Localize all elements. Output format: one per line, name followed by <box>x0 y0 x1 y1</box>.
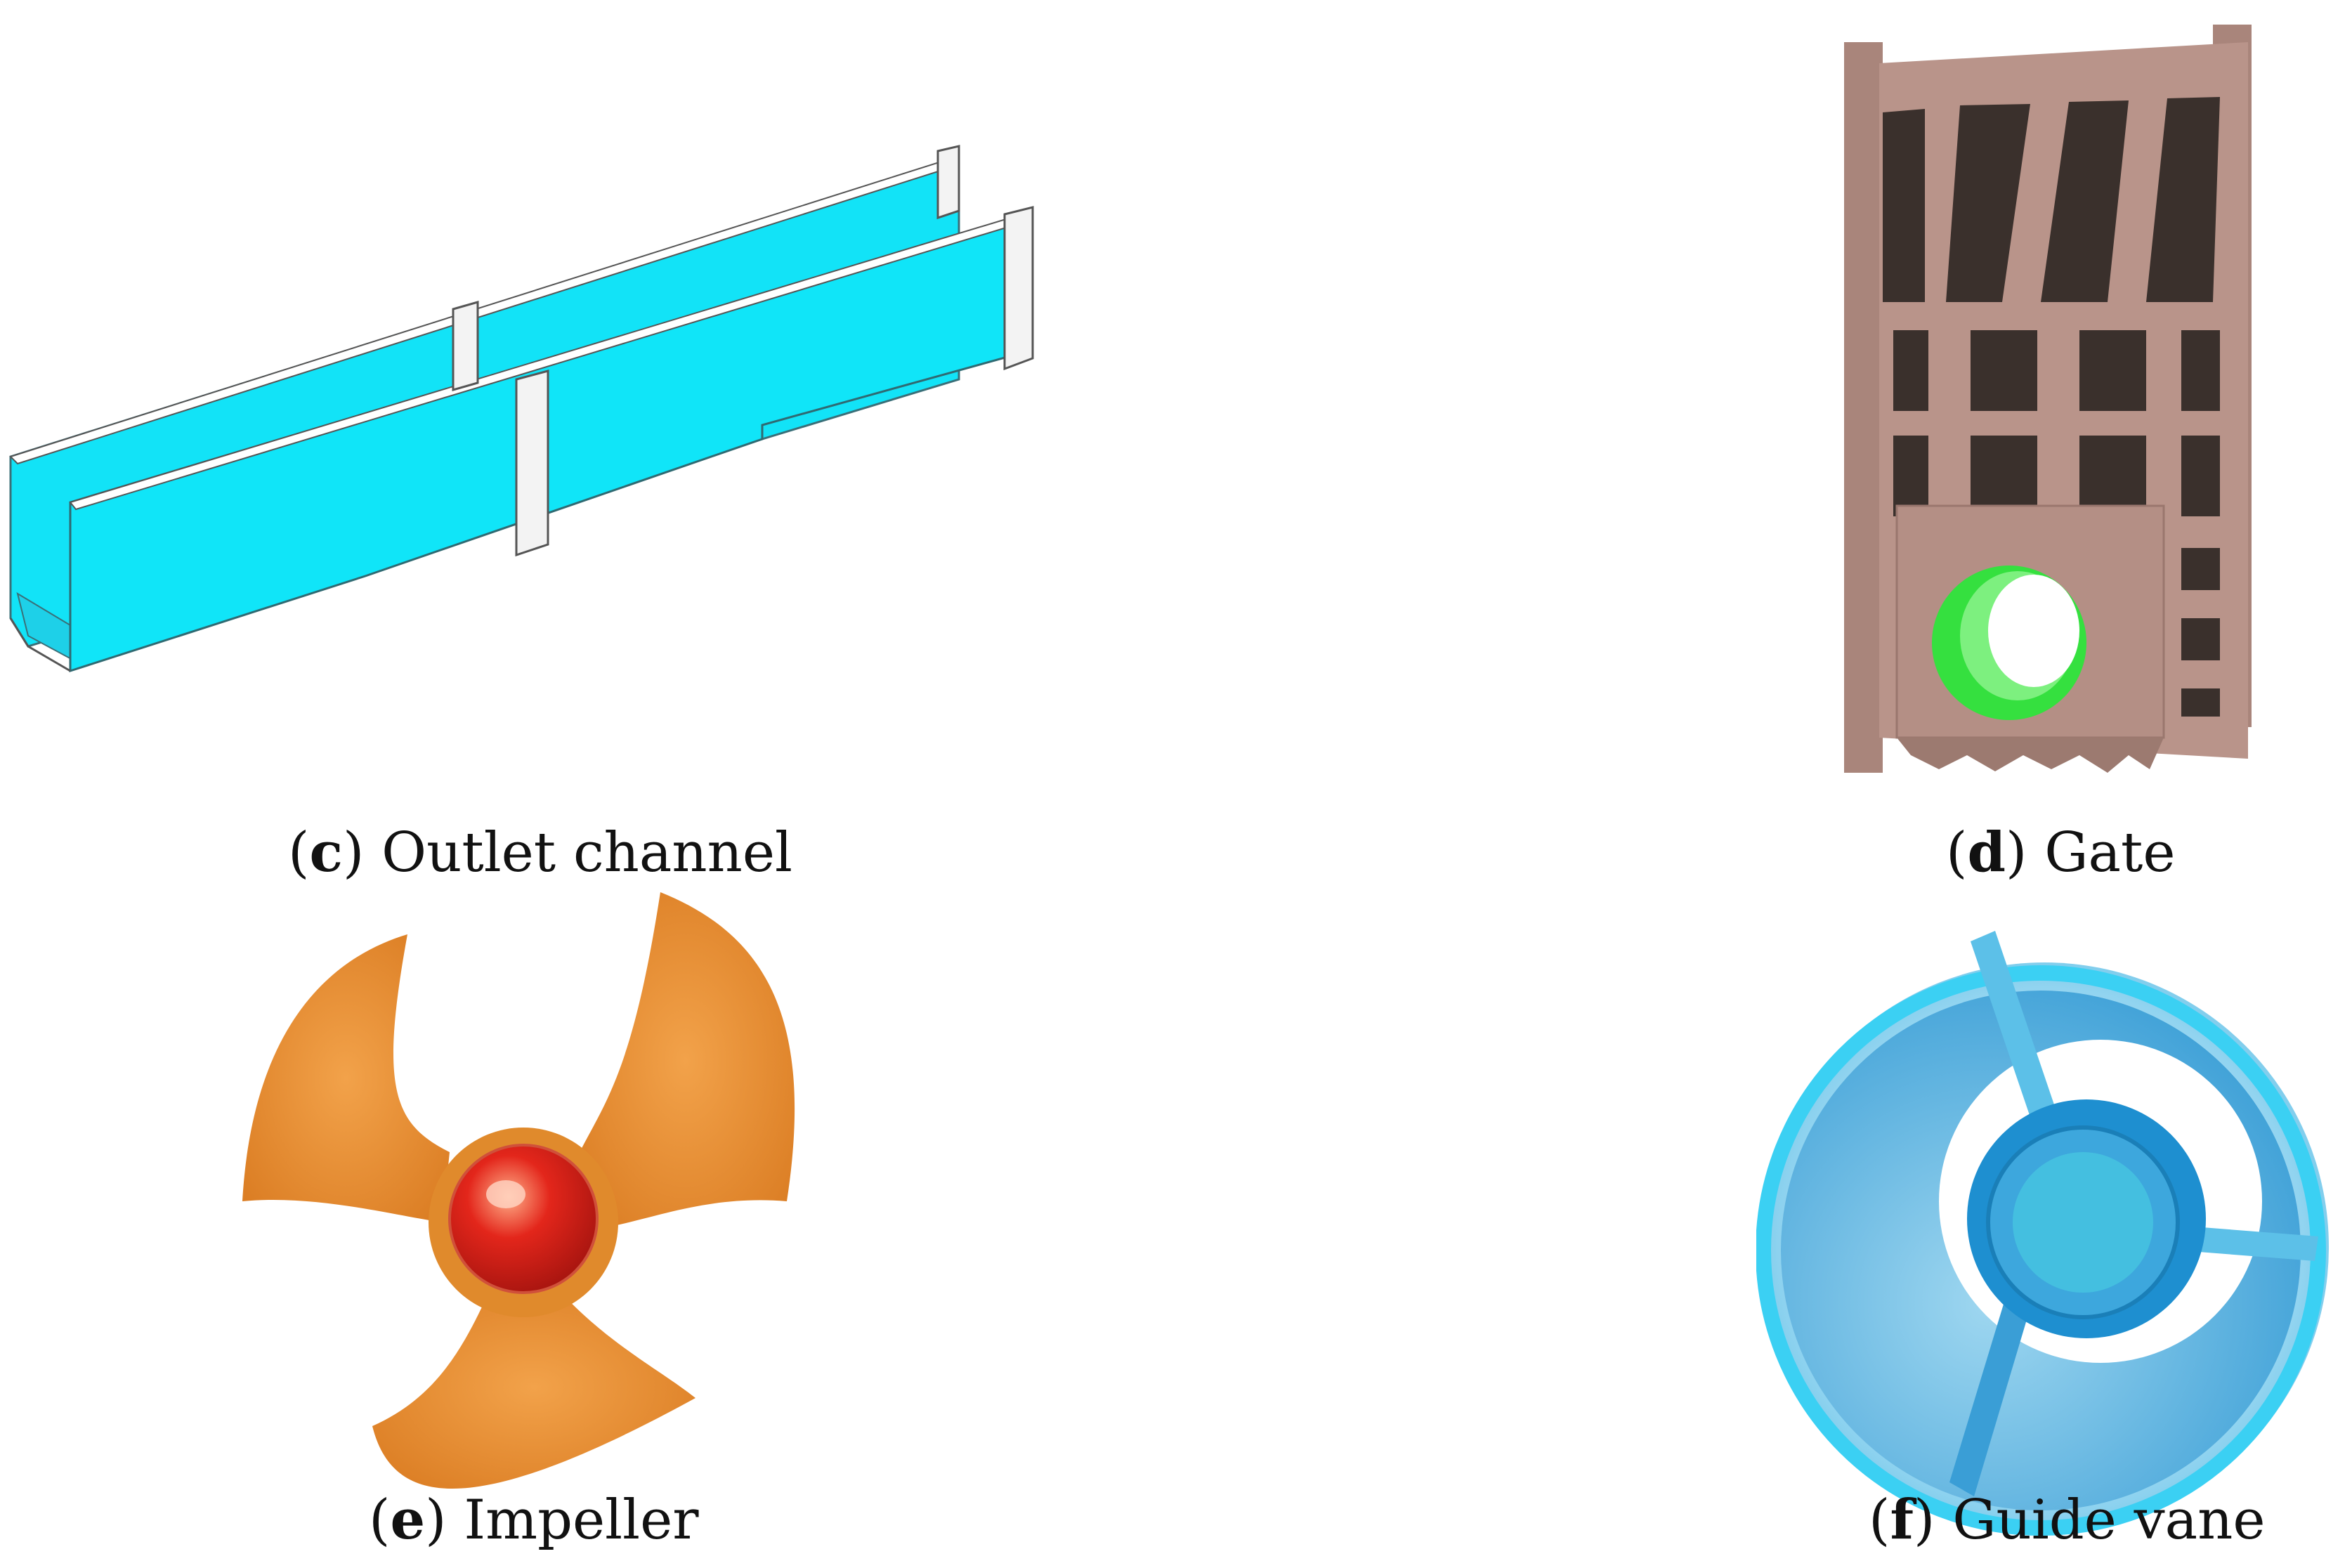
impeller-blade-bottom <box>372 1286 695 1489</box>
caption-letter: d <box>1967 821 2006 884</box>
caption-label: Gate <box>2044 821 2176 884</box>
flange-end <box>1003 206 1034 371</box>
gate-illustration <box>1844 25 2252 773</box>
guide-vane-outer-ring <box>1756 965 2326 1536</box>
guide-vane-blade <box>1949 1286 2034 1496</box>
impeller-blade-left <box>242 934 450 1222</box>
impeller-panel: (e) Impeller <box>211 892 843 1568</box>
caption-label: Guide vane <box>1952 1489 2266 1552</box>
caption-e: (e) Impeller <box>369 1488 699 1552</box>
caption-label: Outlet channel <box>381 821 792 884</box>
caption-c: (c) Outlet channel <box>288 821 792 884</box>
guide-vane-blade <box>1971 931 2058 1128</box>
gate-panel: (d) Gate <box>1798 0 2352 880</box>
caption-letter: f <box>1890 1488 1914 1552</box>
caption-f: (f) Guide vane <box>1869 1488 2266 1552</box>
caption-letter: e <box>390 1488 426 1552</box>
outlet-channel-panel: (c) Outlet channel <box>0 0 1054 880</box>
caption-letter: c <box>309 821 343 884</box>
impeller-illustration <box>242 892 795 1489</box>
flange-middle <box>515 370 549 557</box>
caption-d: (d) Gate <box>1946 821 2176 884</box>
caption-label: Impeller <box>464 1489 699 1552</box>
guide-vane-panel: (f) Guide vane <box>1756 892 2352 1568</box>
impeller-hub <box>448 1144 599 1294</box>
outlet-channel-illustration <box>9 145 1034 673</box>
guide-vane-illustration <box>1756 931 2329 1536</box>
impeller-blade-right <box>576 892 795 1229</box>
